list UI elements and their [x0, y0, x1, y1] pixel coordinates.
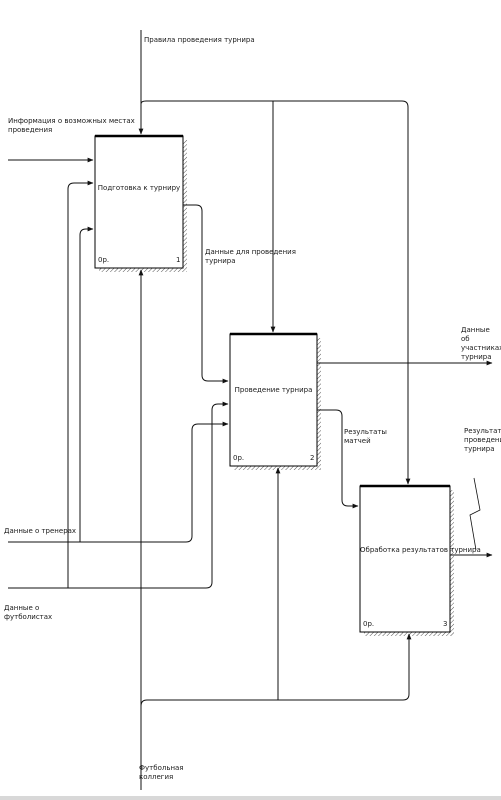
label-output-match-results: Результаты матчей	[344, 428, 387, 445]
box-a1-tag: 0р.	[98, 256, 110, 264]
label-input-places: Информация о возможных местах проведения	[8, 117, 135, 134]
input-players-branch	[67, 180, 94, 588]
input-coaches-branch	[79, 226, 94, 542]
box-a1-number: 1	[176, 256, 181, 264]
mechanism-collegium-branch	[140, 633, 412, 707]
output-match-results-arrow	[317, 409, 359, 509]
box-a1[interactable]	[94, 135, 184, 269]
box-a3-shadow	[450, 490, 454, 632]
input-coaches-arrow	[8, 421, 229, 543]
input-players-arrow	[8, 401, 229, 589]
label-output-tournament-results: Результаты проведения турнира	[464, 427, 501, 453]
box-a3-number: 3	[443, 620, 448, 628]
box-a3[interactable]	[359, 485, 451, 633]
label-mechanism-collegium: Футбольная коллегия	[139, 764, 184, 781]
box-a1-label: Подготовка к турниру	[97, 184, 181, 192]
bottom-border	[0, 796, 501, 800]
box-a2-number: 2	[310, 454, 315, 462]
box-a1-shadow	[183, 140, 187, 268]
label-input-coaches: Данные о тренерах	[4, 527, 77, 535]
control-rules-branch	[140, 100, 411, 485]
box-a3-tag: 0р.	[363, 620, 375, 628]
box-a2[interactable]	[229, 333, 318, 467]
label-input-players: Данные о футболистах	[4, 604, 53, 621]
label-control-rules: Правила проведения турнира	[144, 36, 255, 44]
box-a2-label: Проведение турнира	[234, 386, 313, 394]
output-tournament-data-arrow	[183, 204, 229, 384]
box-a2-shadow	[317, 338, 321, 466]
box-a2-tag: 0р.	[233, 454, 245, 462]
box-a1-shadow-bottom	[99, 268, 187, 272]
box-a3-label: Обработка результатов турнира	[360, 546, 481, 554]
output-results-squiggle	[469, 477, 481, 551]
label-output-participants: Данные об участниках турнира	[461, 326, 501, 361]
label-output-tournament-data: Данные для проведения турнира	[205, 248, 296, 265]
